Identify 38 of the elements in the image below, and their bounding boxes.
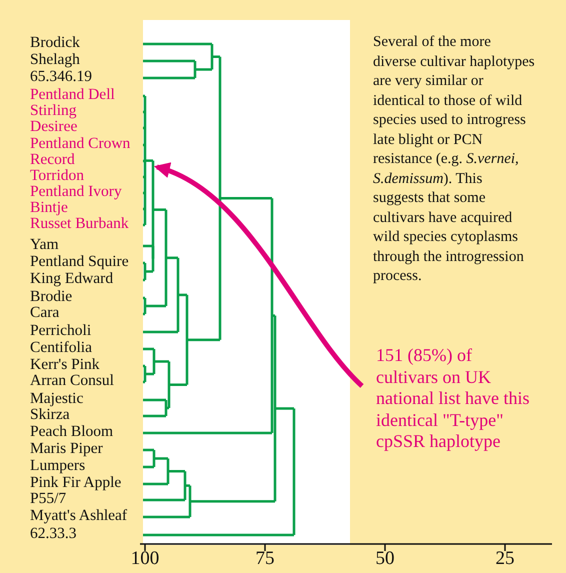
tick-label: 25 <box>494 548 516 570</box>
cultivar-name: Brodie <box>30 289 72 305</box>
tick-label: 75 <box>254 548 276 570</box>
cultivar-name: Skirza <box>30 407 70 423</box>
cultivar-name: Maris Piper <box>30 441 103 457</box>
arrow <box>154 164 364 388</box>
cultivar-name: Pentland Squire <box>30 254 129 270</box>
cultivar-name: Cara <box>30 305 60 321</box>
cultivar-name: Pentland Dell <box>30 87 115 103</box>
cultivar-name: Centifolia <box>30 340 92 356</box>
callout-text: 151 (85%) of cultivars on UK national list have this identical "T-type" cpSSR haplotype <box>376 345 536 452</box>
cultivar-name: Pentland Crown <box>30 136 130 152</box>
cluster-branch <box>143 94 146 226</box>
note-text: Several of the more diverse cultivar haplotypes are very similar or identical to those of wild species used to introgress late blight or PCN resistance (e.g. S.vernei, S.demissum). This suggests that some cultivars have acquired wild species cytoplasms through the introgression process. <box>373 33 535 286</box>
cultivar-name: Bintje <box>30 200 68 216</box>
cultivar-name: Perricholi <box>30 323 92 339</box>
tick-label: 100 <box>130 548 160 570</box>
cultivar-name: Peach Bloom <box>30 424 114 440</box>
cultivar-name: Lumpers <box>30 458 86 474</box>
cultivar-name: Russet Burbank <box>30 216 129 232</box>
cultivar-name: Myatt's Ashleaf <box>30 508 128 524</box>
cultivar-name: King Edward <box>30 271 114 287</box>
cultivar-name: Brodick <box>30 35 80 51</box>
cultivar-name: Shelagh <box>30 52 80 68</box>
cultivar-name: Yam <box>30 237 59 253</box>
cultivar-name: Kerr's Pink <box>30 357 100 373</box>
cultivar-name: 65.346.19 <box>30 69 92 85</box>
cultivar-name: Majestic <box>30 391 84 407</box>
cultivar-name: Desiree <box>30 119 78 135</box>
tick-label: 50 <box>374 548 396 570</box>
cultivar-name: 62.33.3 <box>30 526 76 542</box>
cultivar-name: Pink Fir Apple <box>30 475 122 491</box>
cultivar-name: Stirling <box>30 103 77 119</box>
cultivar-name: Torridon <box>30 168 84 184</box>
cultivar-name: P55/7 <box>30 491 66 507</box>
cultivar-name: Pentland Ivory <box>30 184 122 200</box>
cultivar-name: Record <box>30 152 75 168</box>
cultivar-name: Arran Consul <box>30 373 114 389</box>
